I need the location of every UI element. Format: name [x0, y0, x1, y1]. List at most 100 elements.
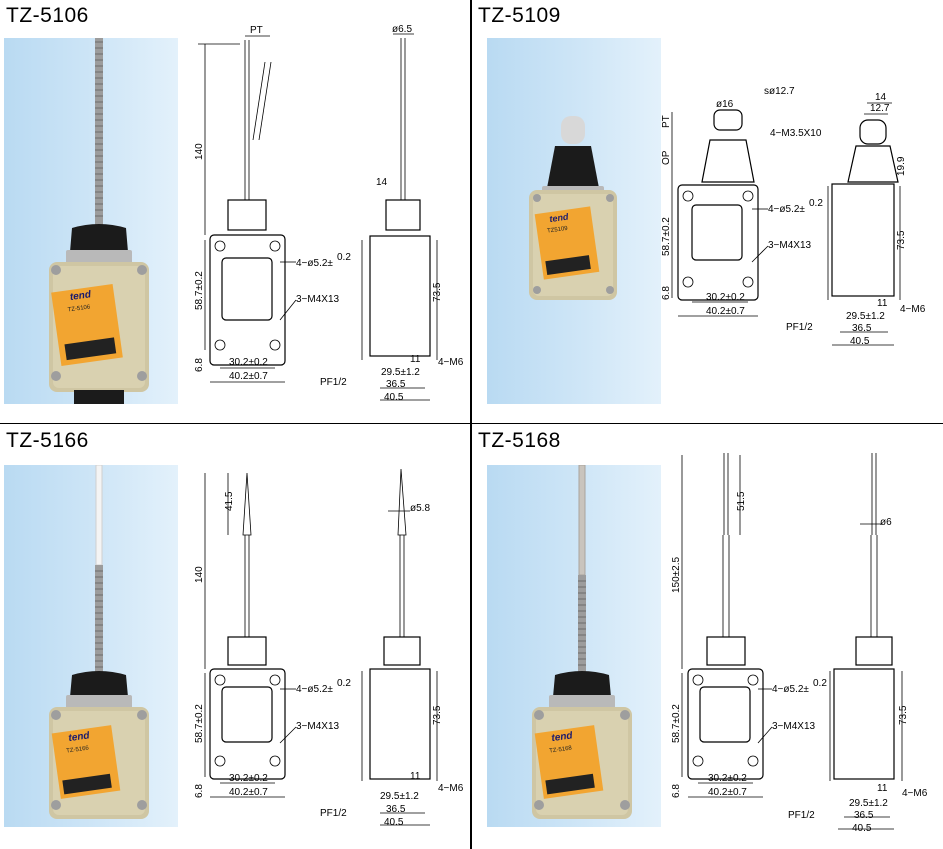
front-view [671, 109, 769, 317]
dimension-drawing: PT 140 58.7±0.2 6.8 30.2±0.2 40.2±0.7 4−… [0, 0, 470, 423]
dim-pf: PF1/2 [320, 808, 347, 819]
dim-side-40: 40.5 [850, 336, 870, 347]
horizontal-divider [0, 423, 943, 424]
dim-bottom: 6.8 [671, 784, 682, 798]
dim-pf: PF1/2 [786, 322, 813, 333]
dim-holes: 4−ø5.2± [296, 258, 333, 269]
front-view [681, 453, 773, 798]
dim-holes-tolerance: 0.2 [809, 198, 823, 209]
dim-sphere-radius: sø12.7 [764, 86, 795, 97]
dim-side-m6: 4−M6 [900, 304, 926, 315]
dim-tip: 51.5 [736, 491, 747, 511]
dim-side-29: 29.5±1.2 [381, 367, 420, 378]
dim-m35-screws: 4−M3.5X10 [770, 128, 822, 139]
label-model: TZ5109 [547, 226, 569, 235]
product-title: TZ-5166 [6, 429, 89, 452]
dim-side-36: 36.5 [854, 810, 874, 821]
label-model: TZ-5168 [549, 745, 573, 754]
dim-pf: PF1/2 [320, 377, 347, 388]
dim-top-diameter: ø5.8 [410, 503, 430, 514]
dim-side-29: 29.5±1.2 [849, 798, 888, 809]
label-brand: tend [69, 289, 92, 303]
dim-side-36: 36.5 [386, 379, 406, 390]
dim-holes-tolerance: 0.2 [813, 678, 827, 689]
dim-height: 58.7±0.2 [194, 704, 205, 743]
dimension-drawing: 51.5 150±2.5 58.7±0.2 6.8 30.2±0.2 40.2±… [472, 425, 942, 848]
dim-diameter-16: ø16 [716, 99, 734, 110]
label-brand: tend [551, 730, 574, 744]
dim-length: 140 [194, 143, 205, 160]
dim-side-29: 29.5±1.2 [380, 791, 419, 802]
dim-side-40: 40.5 [384, 392, 404, 403]
dim-side-14: 14 [376, 177, 388, 188]
dim-side-36: 36.5 [852, 323, 872, 334]
dim-holes-tolerance: 0.2 [337, 678, 351, 689]
product-photo: tend TZ-5166 [4, 465, 178, 827]
dim-side-height: 73.5 [898, 705, 909, 725]
dim-side-11: 11 [877, 783, 888, 794]
side-view [361, 33, 438, 401]
panel-tz-5106: TZ-5106 tend TZ-5106 [0, 0, 470, 423]
dim-inner-width: 30.2±0.2 [706, 292, 745, 303]
dim-bottom: 6.8 [194, 784, 205, 798]
front-view [204, 472, 297, 798]
dim-side-height: 73.5 [896, 230, 907, 250]
dim-holes: 4−ø5.2± [772, 684, 809, 695]
dim-op: OP [661, 150, 672, 165]
panel-tz-5166: TZ-5166 tend TZ-5166 [0, 425, 470, 848]
label-brand: tend [68, 730, 91, 744]
dim-holes-tolerance: 0.2 [337, 252, 351, 263]
dim-outer-width: 40.2±0.7 [706, 306, 745, 317]
panel-tz-5168: TZ-5168 tend TZ-5168 [472, 425, 942, 848]
dim-screws: 3−M4X13 [296, 294, 340, 305]
dim-inner-width: 30.2±0.2 [229, 357, 268, 368]
dim-length: 150±2.5 [671, 556, 682, 593]
dim-holes: 4−ø5.2± [768, 204, 805, 215]
dim-screws: 3−M4X13 [768, 240, 812, 251]
dim-side-m6: 4−M6 [902, 788, 928, 799]
label-model: TZ-5166 [66, 745, 90, 754]
side-view [361, 468, 438, 826]
dim-outer-width: 40.2±0.7 [708, 787, 747, 798]
dim-inner-width: 30.2±0.2 [229, 773, 268, 784]
dim-screws: 3−M4X13 [296, 721, 340, 732]
product-title: TZ-5168 [478, 429, 561, 452]
dim-top-diameter: ø6.5 [392, 24, 412, 35]
dim-side-height: 73.5 [432, 282, 443, 302]
dim-side-127: 12.7 [870, 103, 890, 114]
dim-side-m6: 4−M6 [438, 357, 464, 368]
product-photo: tend TZ-5168 [487, 465, 661, 827]
dim-side-14: 14 [875, 92, 887, 103]
dim-side-11: 11 [410, 354, 421, 365]
dimension-drawing: ø16 sø12.7 4−M3.5X10 PT OP 58.7±0.2 6.8 … [472, 0, 942, 423]
dim-top-diameter: ø6 [880, 517, 892, 528]
dim-length: 140 [194, 566, 205, 583]
label-model: TZ-5106 [67, 304, 91, 313]
dim-pt: PT [661, 115, 672, 128]
dim-height: 58.7±0.2 [661, 217, 672, 256]
product-title: TZ-5109 [478, 4, 561, 27]
dim-pf: PF1/2 [788, 810, 815, 821]
dim-screws: 3−M4X13 [772, 721, 816, 732]
dim-tip: 41.5 [224, 491, 235, 511]
dim-height: 58.7±0.2 [671, 704, 682, 743]
dim-side-29: 29.5±1.2 [846, 311, 885, 322]
label-brand: tend [549, 212, 570, 225]
front-view [198, 35, 297, 383]
dim-side-height: 73.5 [432, 705, 443, 725]
dim-side-40: 40.5 [852, 823, 872, 834]
vertical-divider [470, 0, 472, 849]
dim-side-m6: 4−M6 [438, 783, 464, 794]
dim-side-11: 11 [410, 771, 421, 782]
dim-side-199: 19.9 [896, 156, 907, 176]
dim-bottom: 6.8 [194, 358, 205, 372]
product-title: TZ-5106 [6, 4, 89, 27]
dim-holes: 4−ø5.2± [296, 684, 333, 695]
dim-inner-width: 30.2±0.2 [708, 773, 747, 784]
product-photo: tend TZ-5106 [4, 38, 178, 404]
product-photo: tend TZ5109 [487, 38, 661, 404]
side-view [829, 453, 903, 830]
side-view [827, 102, 901, 346]
dim-bottom: 6.8 [661, 286, 672, 300]
dim-outer-width: 40.2±0.7 [229, 787, 268, 798]
